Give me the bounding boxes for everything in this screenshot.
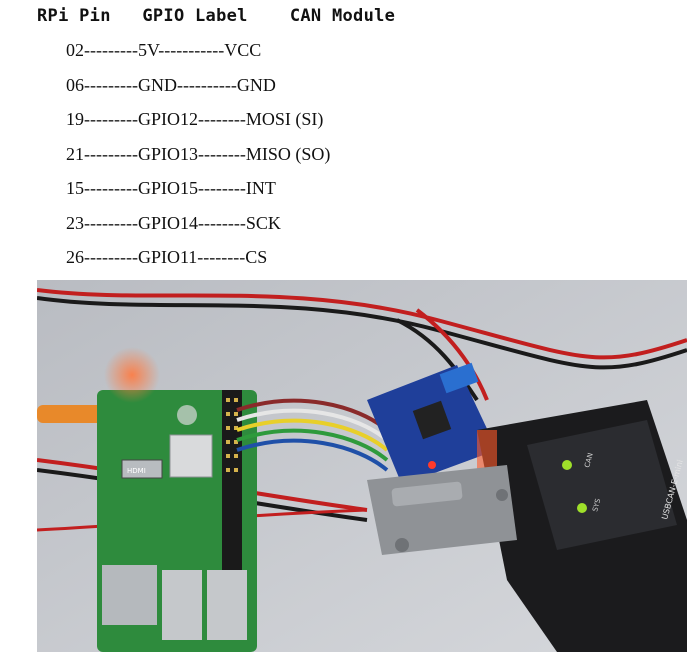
pin-row: 15---------GPIO15--------INT xyxy=(66,178,276,198)
hardware-photo: HDMI CAN SYS USBCAN-E-mini xyxy=(37,280,687,652)
pin-row: 06---------GND----------GND xyxy=(66,74,276,95)
pin-mapping-list: 02---------5V-----------VCC 06---------G… xyxy=(66,38,330,280)
raspberry-pi-board: HDMI xyxy=(97,390,257,652)
pin-row: 23---------GPIO14--------SCK xyxy=(66,212,281,233)
can-module-board xyxy=(367,362,497,485)
can-led-label: CAN xyxy=(583,452,595,468)
pin-row: 26---------GPIO11--------CS xyxy=(66,247,268,267)
sys-led-label: SYS xyxy=(591,497,602,512)
pin-header: RPi Pin GPIO Label CAN Module xyxy=(37,6,396,26)
hdmi-label: HDMI xyxy=(127,467,146,475)
pin-row: 19---------GPIO12--------MOSI (SI) xyxy=(66,109,324,129)
pin-row: 02---------5V-----------VCC xyxy=(66,40,262,60)
usbcan-adapter: CAN SYS USBCAN-E-mini xyxy=(477,400,687,652)
pin-row: 21---------GPIO13--------MISO (SO) xyxy=(66,143,331,164)
db9-connector xyxy=(367,465,517,555)
